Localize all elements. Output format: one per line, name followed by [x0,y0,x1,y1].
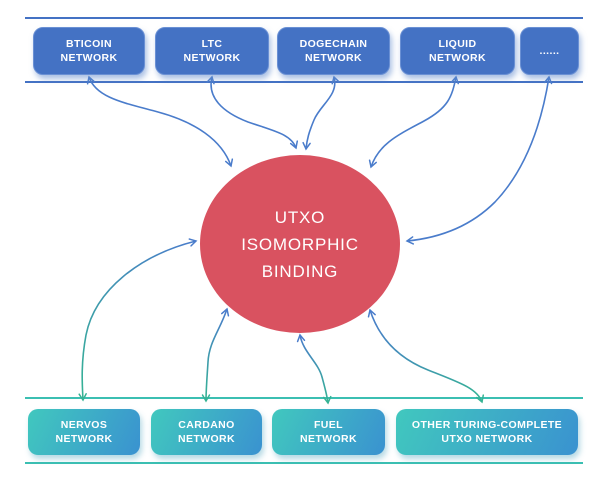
node-label-line1: FUEL [313,419,343,431]
node-label-line2: NETWORK [304,52,363,64]
arrow-liquid-circle [368,75,460,169]
node-ltc-network: LTC NETWORK [155,27,269,75]
arrow-circle-nervos [78,238,198,402]
arrow-dots-circle [405,75,553,245]
arrow-circle-other [367,308,485,404]
node-label-line1: CARDANO [178,419,235,431]
arrow-circle-fuel [296,333,332,405]
node-label-line2: UTXO NETWORK [441,433,533,445]
node-ellipsis-network: ...... [520,27,579,75]
node-liquid-network: LIQUID NETWORK [400,27,515,75]
node-label-line1: NERVOS [60,419,108,431]
node-label-line1: DOGECHAIN [299,38,368,50]
node-label-line2: NETWORK [177,433,236,445]
node-label-line2: NETWORK [299,433,358,445]
node-label-line2: NETWORK [183,52,241,64]
node-bticoin-network: BTICOIN NETWORK [33,27,145,75]
circle-label-line3: BINDING [261,261,339,281]
node-dogechain-network: DOGECHAIN NETWORK [277,27,390,75]
node-cardano-network: CARDANO NETWORK [151,409,262,455]
circle-label-line2: ISOMORPHIC [241,234,359,254]
node-label-line2: NETWORK [55,433,113,445]
node-label-line1: OTHER TURING-COMPLETE [411,419,563,431]
bottom-band-lower-line [25,462,583,464]
arrow-ltc-circle [206,75,299,150]
node-other-turing-complete-utxo-network: OTHER TURING-COMPLETE UTXO NETWORK [396,409,578,455]
arrow-circle-cardano [201,307,230,403]
node-label-line1: BTICOIN [66,38,112,50]
circle-label-line1: UTXO [274,207,326,227]
node-label-line1: LIQUID [438,38,477,50]
arrow-bticoin-circle [86,75,234,168]
utxo-isomorphic-binding-circle: UTXO ISOMORPHIC BINDING [200,155,400,333]
arrow-dogechain-circle [302,75,340,151]
node-fuel-network: FUEL NETWORK [272,409,385,455]
top-band-upper-line [25,17,583,19]
node-label-line1: ...... [539,45,560,57]
node-label-line2: NETWORK [60,52,118,64]
node-nervos-network: NERVOS NETWORK [28,409,140,455]
node-label-line1: LTC [201,38,223,50]
node-label-line2: NETWORK [428,52,487,64]
